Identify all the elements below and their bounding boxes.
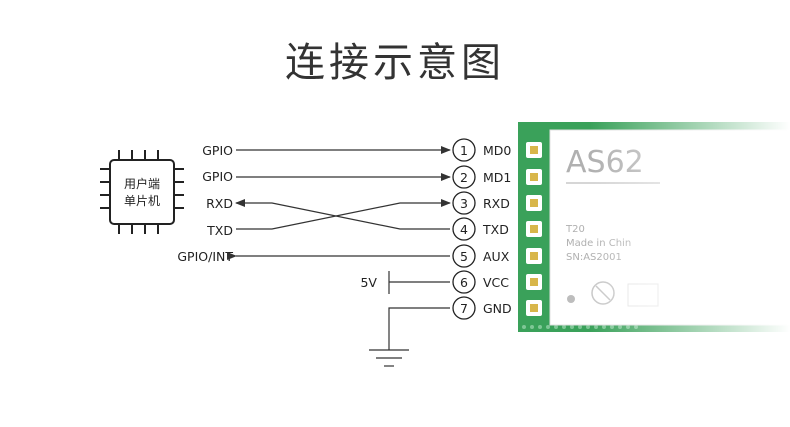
- mcu-label-line1: 用户端: [124, 176, 160, 191]
- board-pad-core-2: [530, 173, 538, 181]
- module-line1: T20: [565, 224, 585, 235]
- board-fade: [590, 115, 790, 340]
- board-pad-core-1: [530, 146, 538, 154]
- pin-name-rxd: RXD: [483, 196, 510, 211]
- board-edge-dot: [530, 325, 534, 329]
- signal-label-rxd: RXD: [206, 196, 233, 211]
- pin-5: 5: [452, 244, 476, 268]
- signal-label-md0: GPIO: [202, 143, 233, 158]
- pin-number: 6: [460, 275, 468, 290]
- pin-number: 2: [460, 170, 468, 185]
- pin-number: 3: [460, 196, 468, 211]
- signal-label-aux: GPIO/INT: [177, 249, 233, 264]
- board-edge-dot: [578, 325, 582, 329]
- pin-number: 4: [460, 222, 468, 237]
- board-edge-dot: [546, 325, 550, 329]
- wires: [227, 146, 451, 367]
- board-edge-dot: [586, 325, 590, 329]
- board-edge-dot: [538, 325, 542, 329]
- board-pad-core-6: [530, 278, 538, 286]
- wire-rxd-to-txd: [235, 199, 450, 230]
- wire-txd-to-rxd: [236, 199, 451, 230]
- pin-name-vcc: VCC: [483, 275, 509, 290]
- board-edge-dot: [522, 325, 526, 329]
- pin-number: 1: [460, 143, 468, 158]
- mcu-chip: 用户端 单片机: [100, 150, 184, 234]
- signal-label-vcc: 5V: [360, 275, 377, 290]
- board-edge-dot: [554, 325, 558, 329]
- pin-number: 5: [460, 249, 468, 264]
- page-title: 连接示意图: [285, 40, 505, 86]
- pin-4: 4: [452, 217, 476, 241]
- pin-6: 6: [452, 270, 476, 294]
- board-pad-core-3: [530, 199, 538, 207]
- pin-name-md1: MD1: [483, 170, 511, 185]
- board-pad-core-5: [530, 252, 538, 260]
- pin-7: 7: [452, 296, 476, 320]
- pin-name-gnd: GND: [483, 301, 512, 316]
- pin-name-md0: MD0: [483, 143, 511, 158]
- pin-3: 3: [452, 191, 476, 215]
- board-edge-dot: [562, 325, 566, 329]
- signal-label-txd: TXD: [206, 223, 233, 238]
- pin-list: 1 2 3 4 5 6 7 MD0 MD1 RXD TXD AUX VCC GN…: [452, 138, 512, 320]
- board-pads: [526, 142, 542, 316]
- board-pad-core-7: [530, 304, 538, 312]
- wire-gnd: [388, 307, 450, 350]
- board-edge-dot: [570, 325, 574, 329]
- pin-1: 1: [452, 138, 476, 162]
- pin-number: 7: [460, 301, 468, 316]
- pin-name-aux: AUX: [483, 249, 510, 264]
- pin-name-txd: TXD: [482, 222, 509, 237]
- board-pad-core-4: [530, 225, 538, 233]
- module-board: AS62 T20 Made in Chin SN:AS2001: [518, 115, 790, 340]
- module-dot: [567, 295, 575, 303]
- mcu-label-line2: 单片机: [124, 194, 160, 208]
- signal-label-md1: GPIO: [202, 169, 233, 184]
- pin-2: 2: [452, 165, 476, 189]
